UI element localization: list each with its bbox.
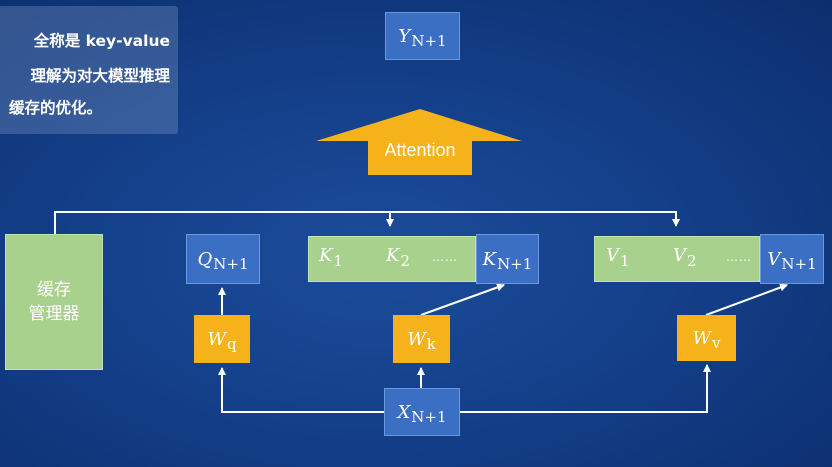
note-line-1: 全称是 key-value [33, 32, 170, 50]
input-arrows [218, 364, 711, 413]
key-new-var: K [482, 248, 497, 270]
cache-manager-line-2: 管理器 [28, 304, 80, 324]
weight-k-sub: k [426, 335, 436, 353]
output-y-sub: N+1 [411, 32, 447, 50]
note-box: 全称是 key-value 理解为对大模型推理 缓存的优化。 [0, 6, 178, 134]
value-1-label: V1 [606, 245, 630, 270]
projection-arrows [218, 283, 788, 316]
key-ellipsis: …… [432, 250, 458, 264]
note-line-3: 缓存的优化。 [8, 99, 102, 117]
key-2-label: K2 [386, 245, 410, 270]
attention-arrow [316, 109, 522, 175]
query-sub: N+1 [213, 255, 249, 273]
key-1-label: K1 [319, 245, 343, 270]
value-new-sub: N+1 [781, 255, 817, 273]
key-new-sub: N+1 [497, 255, 533, 273]
weight-q-sub: q [226, 335, 237, 353]
key-cache-box [308, 236, 476, 282]
value-2-label: V2 [673, 245, 697, 270]
input-x-sub: N+1 [411, 408, 447, 426]
attention-label: Attention [384, 140, 456, 160]
weight-q-var: W [207, 328, 226, 350]
weight-v-sub: v [712, 334, 721, 352]
value-new-var: V [767, 248, 781, 270]
weight-v-var: W [692, 327, 712, 349]
cache-manager-box: 缓存 管理器 [5, 234, 103, 370]
query-var: Q [197, 248, 213, 270]
value-cache-box [594, 236, 760, 282]
weight-k-var: W [407, 328, 426, 350]
cache-bus-lines [54, 211, 680, 234]
value-ellipsis: …… [726, 250, 752, 264]
input-x-var: X [397, 401, 411, 423]
output-y-var: Y [398, 25, 411, 47]
cache-manager-line-1: 缓存 [37, 280, 71, 300]
note-line-2: 理解为对大模型推理 [30, 67, 170, 85]
